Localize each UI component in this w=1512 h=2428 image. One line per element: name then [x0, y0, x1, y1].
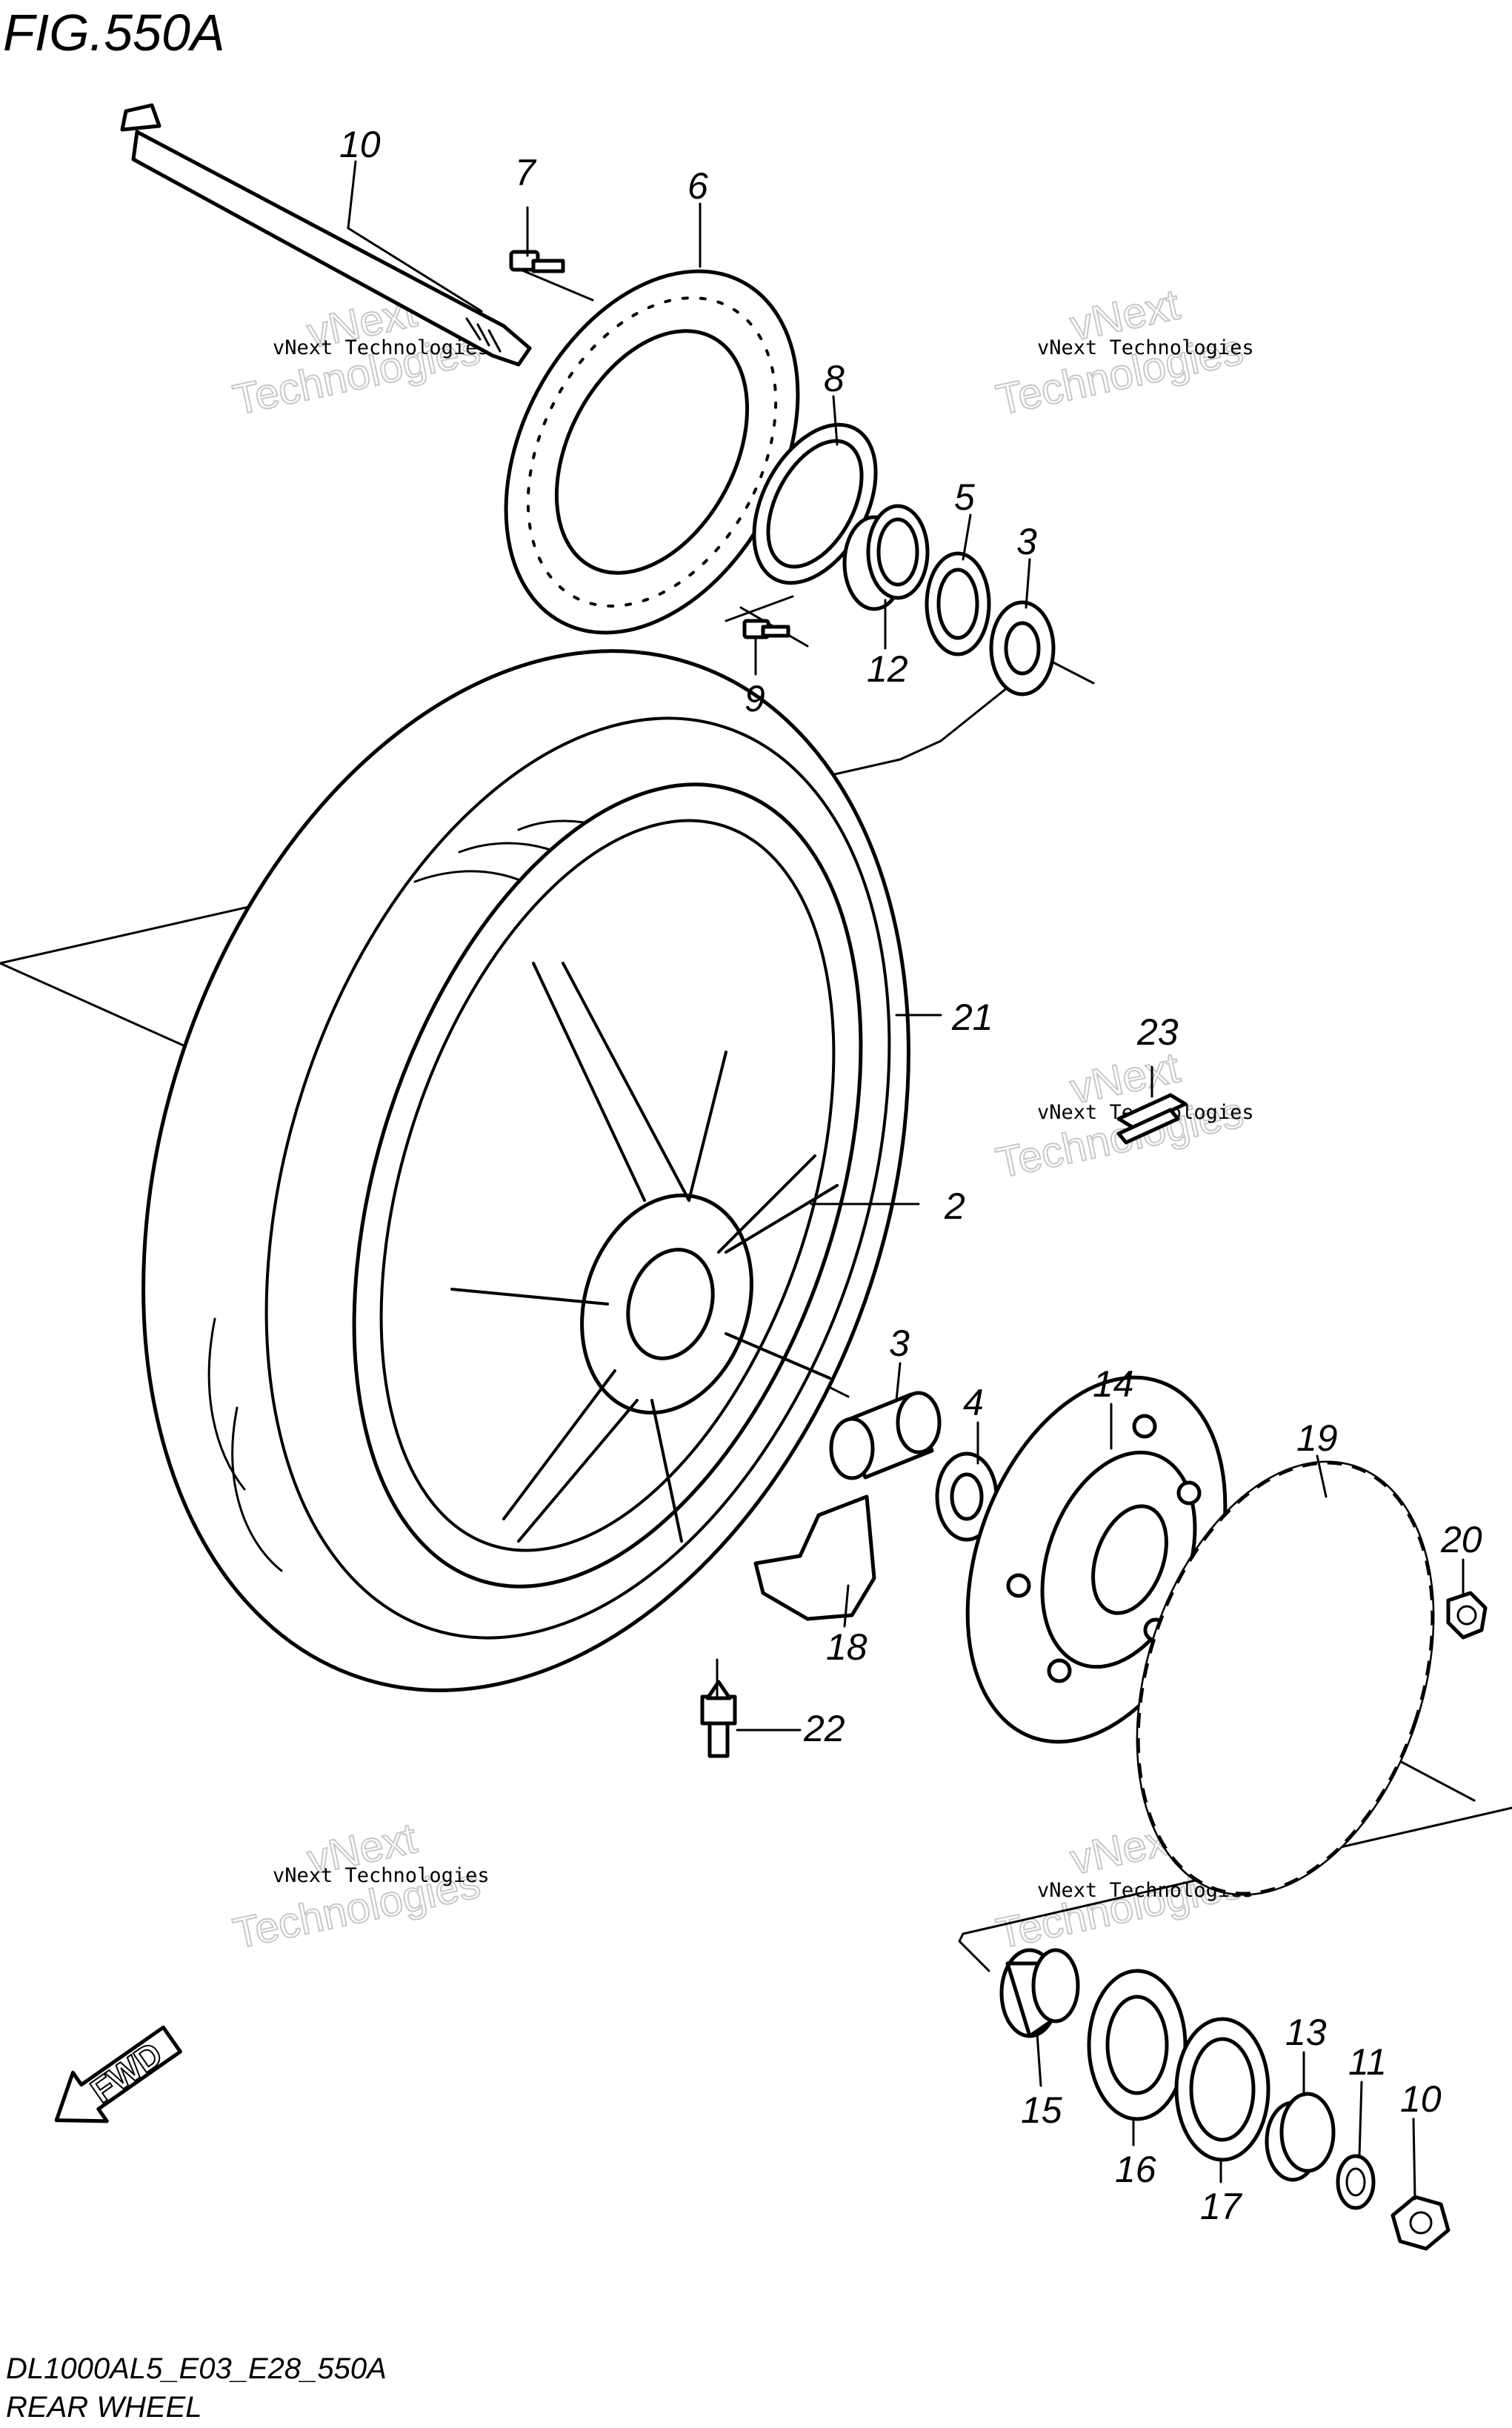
- part-collar-12: [842, 504, 930, 611]
- part-wheel: [352, 782, 863, 1589]
- watermark-top-right: Technologies vNext vNext Technologies: [991, 279, 1254, 425]
- callout-21: 21: [951, 997, 993, 1038]
- callout-5: 6: [687, 165, 708, 207]
- part-balance-weight: [1116, 1093, 1188, 1145]
- watermark-low-left: Technologies vNext vNext Technologies: [228, 1813, 490, 1958]
- callout-18: 18: [826, 1626, 867, 1668]
- callouts: 10 7 6 8 5 3 12 9 21 23 2 3 4 14 19 20 1…: [339, 124, 1482, 2227]
- callout-17: 17: [1200, 2186, 1243, 2227]
- callout-19: 19: [1296, 1417, 1338, 1459]
- callout-1: 2: [944, 1185, 965, 1227]
- callout-9: 10: [339, 124, 381, 165]
- callout-22: 22: [803, 1708, 845, 1749]
- part-damper: [753, 1494, 876, 1621]
- fwd-direction-badge: FWD: [54, 2025, 182, 2123]
- callout-8: 9: [745, 678, 765, 719]
- callout-14: 14: [1093, 1363, 1134, 1405]
- part-bearing-3-lower: [935, 1451, 999, 1542]
- callout-12: 12: [867, 648, 908, 690]
- watermark-small: vNext Technologies: [1037, 336, 1254, 359]
- leader-lines: [347, 160, 1465, 2201]
- part-collar-15: [999, 1948, 1080, 2038]
- callout-3-upper: 3: [1016, 521, 1037, 562]
- callout-13: 13: [1285, 2012, 1327, 2053]
- callout-20: 20: [1440, 1519, 1482, 1560]
- part-oil-seal-17: [1174, 2017, 1270, 2162]
- part-spacer-13: [1265, 2092, 1336, 2182]
- callout-11: 11: [1348, 2041, 1387, 2083]
- part-axle: [120, 103, 532, 367]
- part-valve: [700, 1680, 737, 1758]
- callout-3-lower: 4: [963, 1382, 984, 1423]
- figure-title: FIG.550A: [3, 4, 225, 61]
- callout-7: 8: [824, 358, 845, 399]
- part-bearing-16: [1087, 1969, 1188, 2121]
- callout-10: 10: [1400, 2078, 1442, 2120]
- part-washer-11: [1336, 2154, 1376, 2210]
- part-bearing-3-upper: [989, 600, 1056, 696]
- part-sensor-ring: [752, 422, 878, 585]
- callout-23: 23: [1136, 1011, 1179, 1053]
- part-nut-20: [1446, 1591, 1488, 1640]
- callout-4: 5: [954, 476, 975, 518]
- figure-code: DL1000AL5_E03_E28_550A: [6, 2352, 387, 2385]
- part-axle-nut: [1391, 2195, 1451, 2251]
- figure-name: REAR WHEEL: [6, 2391, 202, 2424]
- part-oil-seal-4: [925, 551, 991, 656]
- watermark-small: vNext Technologies: [273, 1864, 490, 1887]
- part-brake-disc: [504, 269, 800, 635]
- callout-15: 15: [1021, 2089, 1062, 2131]
- callout-16: 16: [1115, 2149, 1156, 2190]
- callout-2: 3: [889, 1323, 910, 1364]
- part-bolt-6: [509, 250, 565, 273]
- callout-6: 7: [515, 152, 537, 193]
- part-bolt-8: [742, 619, 790, 639]
- part-spacer-2: [829, 1391, 942, 1480]
- watermark-small: vNext Technologies: [273, 336, 490, 359]
- part-sprocket: [1136, 1460, 1435, 1896]
